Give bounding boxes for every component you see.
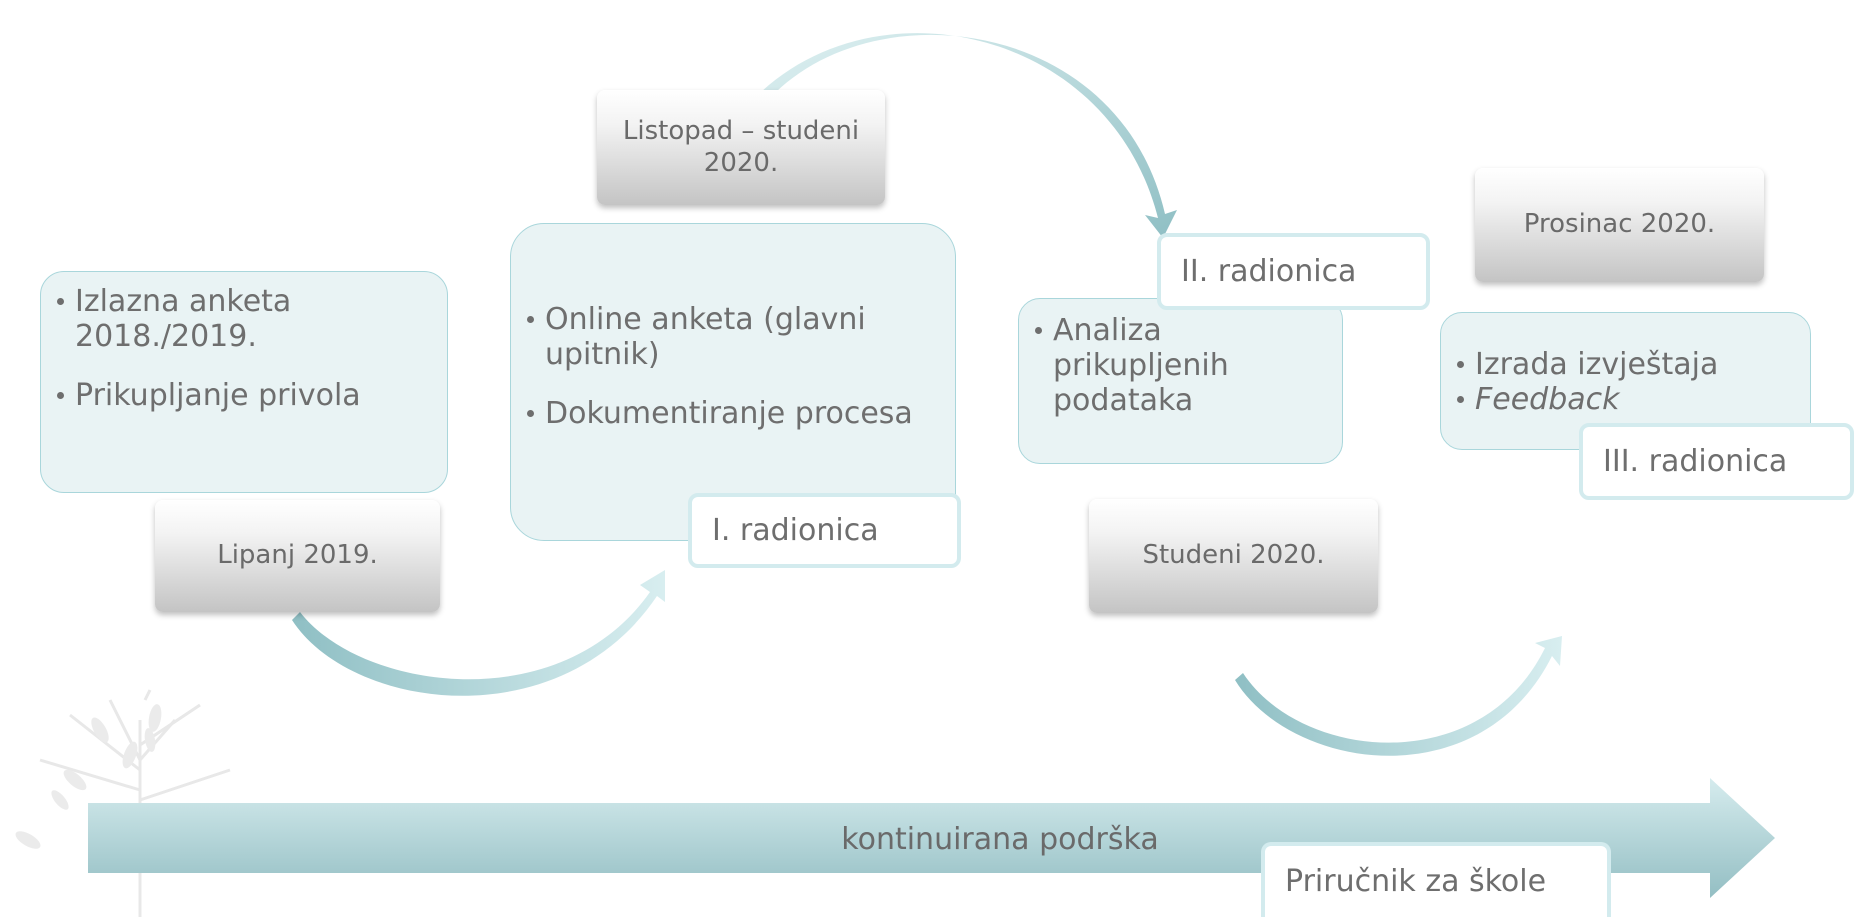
school-handbook-label: Priručnik za škole: [1261, 842, 1611, 917]
curved-arrow-2: [760, 33, 1177, 238]
workshop-1-label: I. radionica: [688, 493, 961, 568]
date-studeni-2020: Studeni 2020.: [1089, 499, 1378, 613]
workshop-3-label: III. radionica: [1579, 423, 1854, 500]
workshop-2-label: II. radionica: [1157, 233, 1430, 310]
date-listopad-studeni-2020: Listopad – studeni 2020.: [597, 90, 885, 205]
box4-item-1: Izrada izvještaja: [1453, 347, 1803, 382]
curved-arrow-3: [1235, 636, 1562, 756]
box1-item-1: Izlazna anketa 2018./2019.: [53, 284, 433, 354]
continuous-support-label: kontinuirana podrška: [841, 822, 1159, 857]
box2-item-1: Online anketa (glavni upitnik): [523, 302, 953, 372]
curved-arrow-1: [292, 570, 665, 696]
decorative-leaves: [15, 704, 162, 849]
box3-item-1: Analiza prikupljenih podataka: [1031, 313, 1253, 418]
box1-item-2: Prikupljanje privola: [53, 378, 433, 413]
box2-item-2: Dokumentiranje procesa: [523, 396, 953, 431]
date-lipanj-2019: Lipanj 2019.: [155, 500, 440, 612]
date-prosinac-2020: Prosinac 2020.: [1475, 168, 1764, 282]
activity-box-3: Analiza prikupljenih podataka: [1018, 298, 1343, 464]
activity-box-1: Izlazna anketa 2018./2019. Prikupljanje …: [40, 271, 448, 493]
box4-item-2: Feedback: [1453, 382, 1803, 417]
